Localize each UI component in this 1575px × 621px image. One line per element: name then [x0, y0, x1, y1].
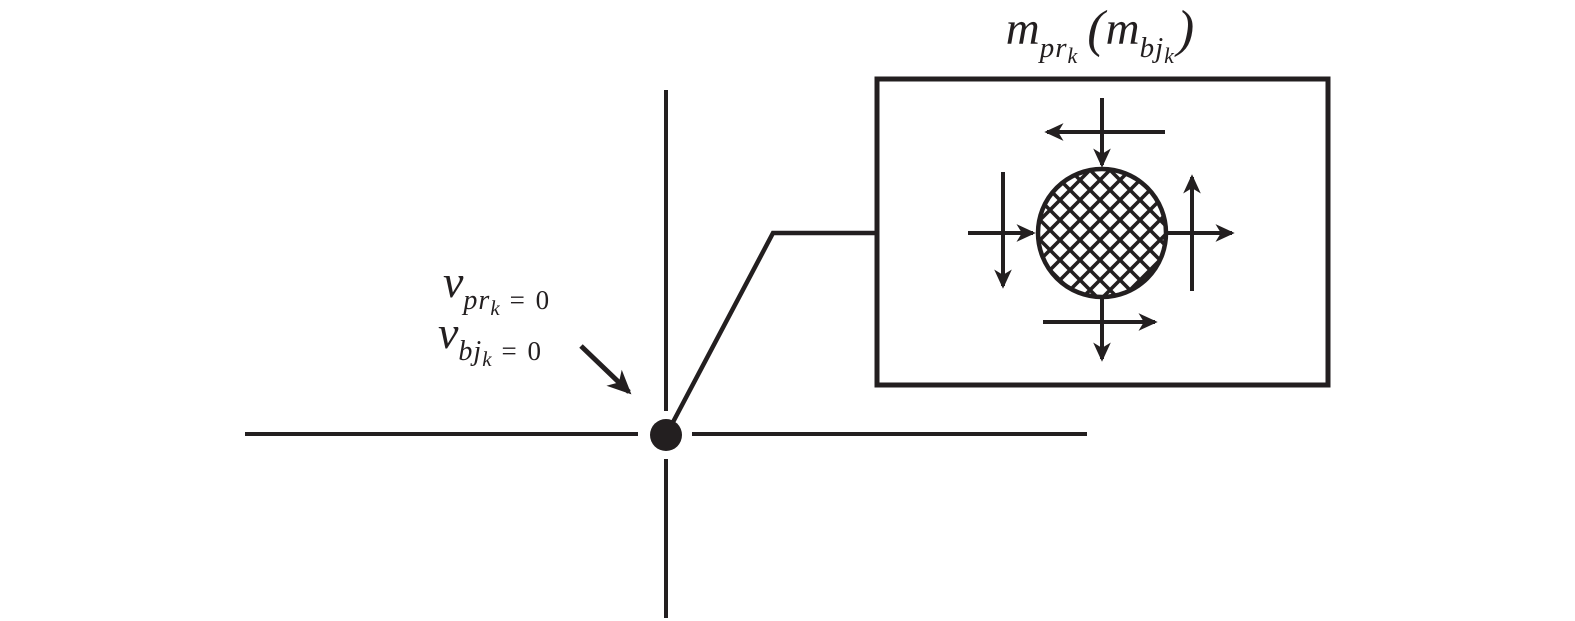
- v1-base: v: [443, 256, 464, 307]
- title-m2: m: [1105, 3, 1140, 55]
- shear-zero-label-1: vprk = 0: [443, 256, 551, 320]
- v1-sub: pr: [463, 285, 491, 316]
- v2-base: v: [438, 307, 459, 358]
- title-m1: m: [1005, 3, 1040, 55]
- title-subsub2: k: [1164, 43, 1175, 68]
- v2-equals-zero: = 0: [501, 336, 544, 366]
- joint-core-circle: [1035, 166, 1169, 300]
- shear-zero-labels: vprk= 0 vbjk= 0: [438, 256, 551, 371]
- v1-subsub: k: [490, 296, 501, 320]
- v2-subsub: k: [482, 347, 493, 371]
- pointer-arrow: [579, 344, 632, 395]
- title-subsub1: k: [1067, 43, 1079, 68]
- title-sub2: bj: [1139, 32, 1165, 64]
- open-paren: (: [1087, 1, 1105, 58]
- shear-zero-label-2: vbjk = 0: [438, 307, 551, 371]
- inset-title: mprk(mbjk): [940, 0, 1260, 87]
- joint-dot: [650, 419, 682, 451]
- title-sub1: pr: [1039, 32, 1068, 64]
- leader-line: [670, 230, 877, 426]
- v1-equals-zero: = 0: [509, 285, 552, 315]
- v2-sub: bj: [458, 336, 483, 367]
- close-paren: ): [1176, 1, 1195, 58]
